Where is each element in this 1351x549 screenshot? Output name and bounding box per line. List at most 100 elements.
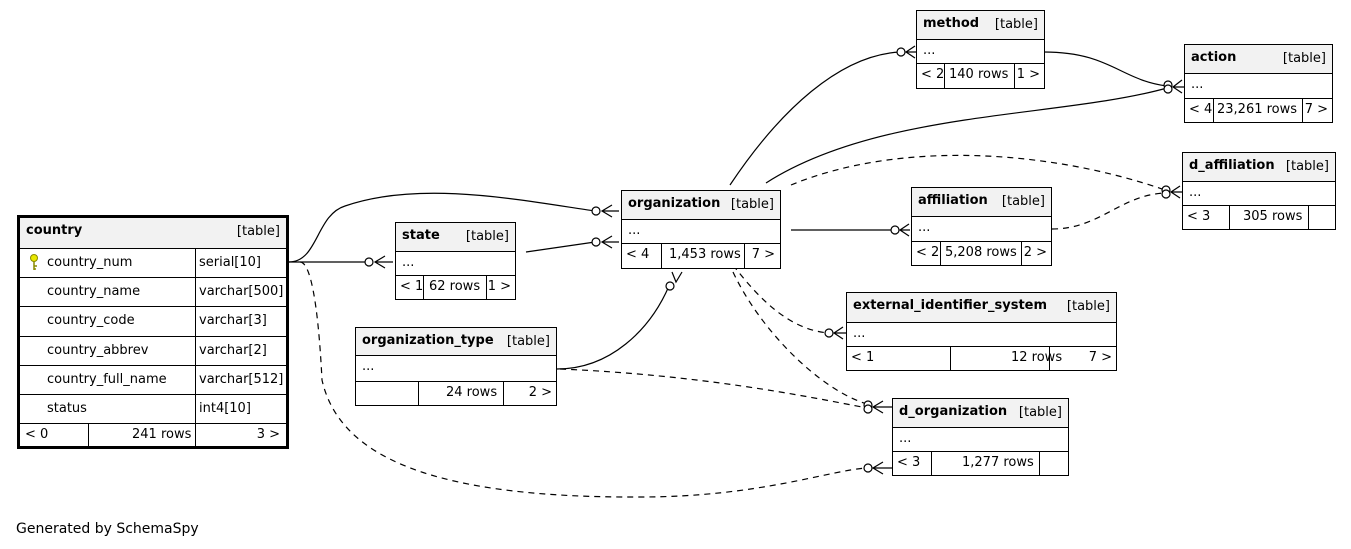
crowfoot-org-1 bbox=[600, 204, 619, 218]
crowfoot-eis bbox=[832, 326, 846, 340]
parents-count[interactable]: < 1 bbox=[851, 350, 875, 365]
parents-count[interactable]: < 2 bbox=[916, 245, 940, 260]
ellipsis: ... bbox=[362, 359, 375, 374]
column-row[interactable]: country_code varchar[3] bbox=[20, 307, 286, 337]
table-name: external_identifier_system bbox=[853, 298, 1048, 313]
table-kind: [table] bbox=[1066, 299, 1110, 314]
marker-circle-eis bbox=[824, 328, 834, 338]
table-kind: [table] bbox=[1282, 51, 1326, 66]
ellipsis: ... bbox=[853, 326, 866, 341]
parents-count[interactable]: < 3 bbox=[1187, 209, 1211, 224]
row-count: 24 rows bbox=[446, 385, 498, 400]
column-type: varchar[500] bbox=[199, 284, 284, 299]
table-kind: [table] bbox=[1001, 194, 1045, 209]
table-action[interactable]: action [table] ... < 4 23,261 rows 7 > bbox=[1184, 44, 1333, 123]
crowfoot-dorg-2 bbox=[871, 461, 892, 475]
crowfoot-action bbox=[1171, 79, 1184, 94]
children-count[interactable]: 7 > bbox=[1304, 102, 1328, 117]
table-footer: < 3 1,277 rows bbox=[893, 452, 1068, 475]
edge-affiliation-d_affiliation bbox=[1051, 192, 1166, 230]
table-footer: < 2 140 rows 1 > bbox=[917, 64, 1044, 88]
parents-count[interactable]: < 2 bbox=[921, 67, 945, 82]
column-row[interactable]: country_abbrev varchar[2] bbox=[20, 337, 286, 366]
children-count[interactable]: 2 > bbox=[1023, 245, 1047, 260]
edge-organization_type-organization bbox=[556, 285, 670, 370]
column-type: varchar[3] bbox=[199, 313, 267, 328]
ellipsis: ... bbox=[402, 255, 415, 270]
table-header: d_affiliation [table] bbox=[1183, 153, 1335, 182]
table-name: state bbox=[402, 228, 440, 243]
table-organization[interactable]: organization [table] ... < 4 1,453 rows … bbox=[621, 190, 781, 269]
column-row[interactable]: country_full_name varchar[512] bbox=[20, 366, 286, 395]
column-name: country_full_name bbox=[47, 372, 167, 387]
children-count[interactable]: 3 > bbox=[256, 427, 280, 442]
parents-count[interactable]: < 1 bbox=[400, 279, 424, 294]
table-header: external_identifier_system [table] bbox=[847, 293, 1116, 323]
table-d_organization[interactable]: d_organization [table] ... < 3 1,277 row… bbox=[892, 398, 1069, 476]
columns-collapsed: ... bbox=[622, 220, 780, 244]
parents-count[interactable]: < 3 bbox=[897, 455, 921, 470]
crowfoot-org-3 bbox=[671, 271, 683, 284]
table-kind: [table] bbox=[236, 224, 280, 239]
table-name: action bbox=[1191, 50, 1237, 65]
children-count[interactable]: 1 > bbox=[1016, 67, 1040, 82]
table-method[interactable]: method [table] ... < 2 140 rows 1 > bbox=[916, 10, 1045, 89]
children-count[interactable]: 7 > bbox=[1088, 350, 1112, 365]
edge-organization-action bbox=[765, 87, 1168, 184]
table-name: d_organization bbox=[899, 404, 1008, 419]
column-row[interactable]: country_num serial[10] bbox=[20, 249, 286, 278]
marker-circle-daff-2 bbox=[1161, 189, 1171, 199]
parents-count[interactable]: < 4 bbox=[1189, 102, 1213, 117]
crowfoot-state bbox=[373, 255, 393, 269]
column-row[interactable]: status int4[10] bbox=[20, 395, 286, 424]
row-count: 305 rows bbox=[1243, 209, 1303, 224]
table-name: method bbox=[923, 16, 980, 31]
columns-collapsed: ... bbox=[356, 356, 556, 382]
table-footer: < 4 1,453 rows 7 > bbox=[622, 244, 780, 268]
table-header: d_organization [table] bbox=[893, 399, 1068, 428]
table-kind: [table] bbox=[730, 197, 774, 212]
edge-organization-d_organization bbox=[732, 271, 868, 405]
table-affiliation[interactable]: affiliation [table] ... < 2 5,208 rows 2… bbox=[911, 187, 1052, 266]
parents-count[interactable]: < 4 bbox=[626, 247, 650, 262]
marker-circle-dorg-2 bbox=[863, 404, 873, 414]
ellipsis: ... bbox=[628, 223, 641, 238]
edge-organization-method bbox=[729, 51, 901, 186]
table-external_identifier_system[interactable]: external_identifier_system [table] ... <… bbox=[846, 292, 1117, 371]
column-name: country_name bbox=[47, 284, 141, 299]
table-footer: < 2 5,208 rows 2 > bbox=[912, 242, 1051, 265]
table-d_affiliation[interactable]: d_affiliation [table] ... < 3 305 rows bbox=[1182, 152, 1336, 230]
table-country[interactable]: country [table] country_num serial[10] c… bbox=[17, 215, 289, 449]
column-type: varchar[2] bbox=[199, 343, 267, 358]
columns-collapsed: ... bbox=[847, 323, 1116, 347]
parents-count[interactable]: < 0 bbox=[25, 427, 49, 442]
children-count[interactable]: 1 > bbox=[487, 279, 511, 294]
table-header: action [table] bbox=[1185, 45, 1332, 74]
columns-collapsed: ... bbox=[893, 428, 1068, 452]
column-name: country_code bbox=[47, 313, 135, 328]
row-count: 1,277 rows bbox=[962, 455, 1034, 470]
table-kind: [table] bbox=[1018, 405, 1062, 420]
edge-method-action bbox=[1043, 51, 1168, 87]
table-header: affiliation [table] bbox=[912, 188, 1051, 217]
table-name: affiliation bbox=[918, 193, 988, 208]
table-footer: < 3 305 rows bbox=[1183, 206, 1335, 229]
column-row[interactable]: country_name varchar[500] bbox=[20, 278, 286, 307]
marker-circle-action-2 bbox=[1163, 84, 1173, 94]
row-count: 140 rows bbox=[949, 67, 1009, 82]
crowfoot-daff bbox=[1169, 185, 1182, 199]
table-kind: [table] bbox=[994, 17, 1038, 32]
children-count[interactable]: 2 > bbox=[528, 385, 552, 400]
columns-collapsed: ... bbox=[1183, 182, 1335, 206]
column-name: country_num bbox=[47, 255, 133, 270]
table-organization_type[interactable]: organization_type [table] ... 24 rows 2 … bbox=[355, 327, 557, 406]
marker-circle-dorg-3 bbox=[863, 463, 873, 473]
generated-by-footer: Generated by SchemaSpy bbox=[16, 521, 199, 537]
ellipsis: ... bbox=[923, 43, 936, 58]
children-count[interactable]: 7 > bbox=[751, 247, 775, 262]
crowfoot-dorg-1 bbox=[871, 400, 892, 414]
marker-circle-method bbox=[896, 47, 906, 57]
columns-collapsed: ... bbox=[917, 40, 1044, 64]
table-kind: [table] bbox=[1285, 159, 1329, 174]
table-state[interactable]: state [table] ... < 1 62 rows 1 > bbox=[395, 222, 516, 300]
